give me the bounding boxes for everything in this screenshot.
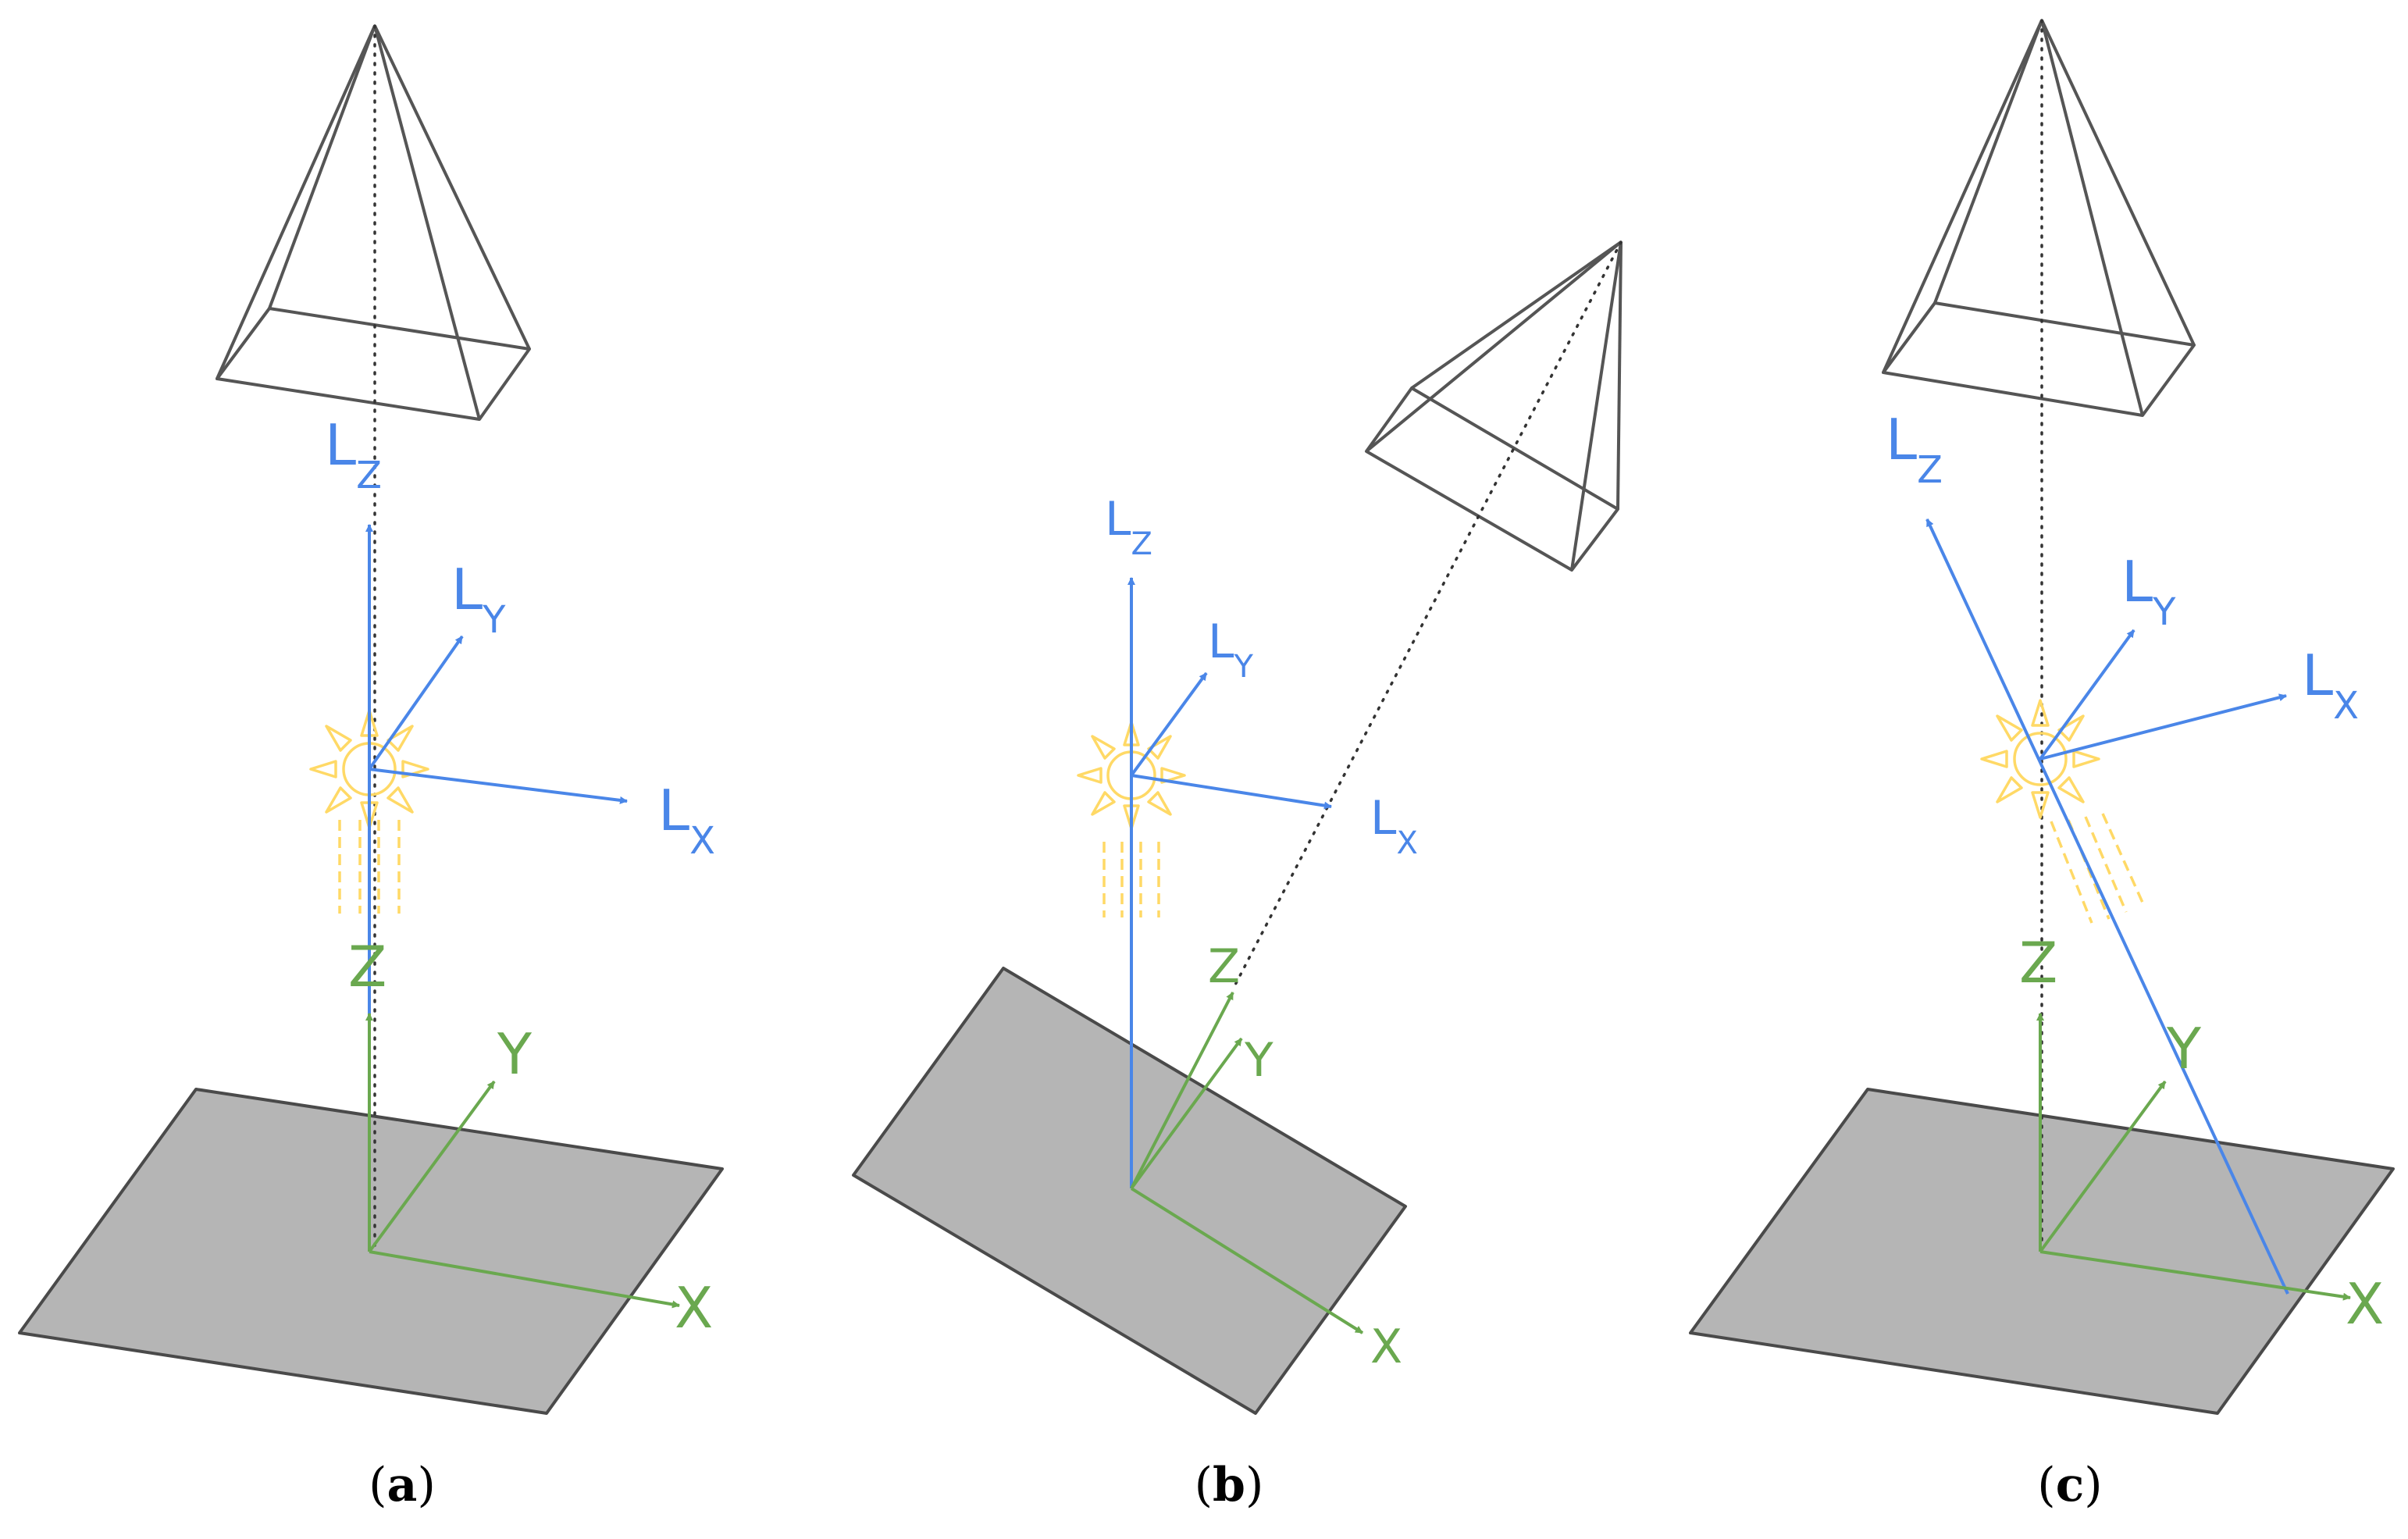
caption-c: (c) xyxy=(2037,1458,2102,1512)
world-axis-y xyxy=(1130,1037,1243,1190)
sun-icon xyxy=(1077,721,1186,917)
world-axis-x xyxy=(369,1250,680,1309)
world-axis-z xyxy=(1130,992,1234,1189)
world-axis-z-label: Z xyxy=(2019,930,2057,996)
world-axis-y xyxy=(368,1080,496,1253)
light-axis-z xyxy=(1925,518,2289,1295)
light-axis-z-label: LZ xyxy=(1886,407,1943,492)
world-axis-x xyxy=(1130,1187,1364,1334)
panel-a: LZ LY LX Z Y X (a) xyxy=(18,24,724,1512)
world-axis-x-label: X xyxy=(2346,1271,2384,1337)
light-axis-y xyxy=(368,635,464,771)
light-axis-x xyxy=(2039,693,2287,761)
light-axis-x xyxy=(1131,774,1332,810)
camera-pyramid-icon xyxy=(216,25,531,421)
light-axis-y xyxy=(2039,629,2135,761)
world-axis-z-label: Z xyxy=(348,934,386,999)
panel-c: LZ LY LX Z Y X (c) xyxy=(1689,19,2395,1512)
light-axis-x-label: LX xyxy=(2302,643,2359,728)
ground-plane xyxy=(852,967,1407,1415)
panel-b: LZ LY LX Z Y X (b) xyxy=(852,240,1623,1512)
world-axis-z-label: Z xyxy=(1208,939,1240,994)
world-axis-y xyxy=(2039,1080,2167,1253)
world-axis-x-label: X xyxy=(675,1275,713,1341)
world-axis-x xyxy=(2039,1250,2351,1301)
caption-a: (a) xyxy=(369,1458,436,1512)
light-axis-x-label: LX xyxy=(658,778,715,863)
camera-ray xyxy=(1232,240,1623,989)
light-axis-y-label: LY xyxy=(2121,549,2176,634)
world-axis-x-label: X xyxy=(1370,1320,1402,1374)
world-axis-y-label: Y xyxy=(2166,1016,2202,1081)
caption-b: (b) xyxy=(1195,1458,1264,1512)
camera-pyramid-icon xyxy=(1882,20,2196,417)
world-axis-y-label: Y xyxy=(497,1021,533,1087)
world-axis-y-label: Y xyxy=(1244,1033,1273,1088)
light-axis-y-label: LY xyxy=(1208,615,1253,685)
camera-pyramid-icon xyxy=(1365,240,1623,572)
light-axis-z-label: LZ xyxy=(1105,492,1152,562)
light-axis-x-label: LX xyxy=(1370,791,1418,861)
light-axis-x xyxy=(369,768,628,804)
light-axis-y xyxy=(1130,672,1208,777)
light-axis-y-label: LY xyxy=(451,557,506,642)
light-axis-z-label: LZ xyxy=(325,412,382,497)
